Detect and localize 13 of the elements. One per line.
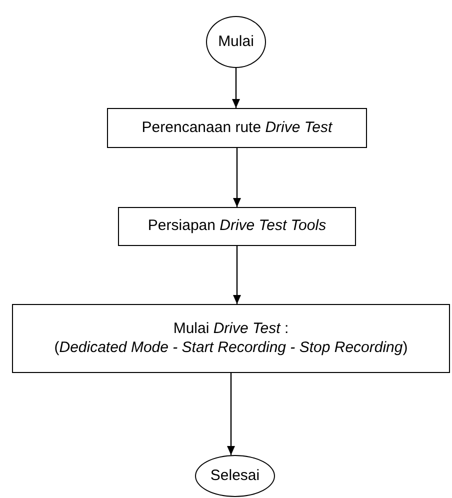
arrow (227, 373, 235, 455)
node-text: Mulai Drive Test : (173, 320, 289, 338)
process-box (118, 207, 356, 246)
process-box (12, 304, 450, 373)
process-box (107, 108, 367, 148)
arrow (232, 68, 240, 108)
node-text: Mulai (218, 32, 254, 52)
node-text: Persiapan Drive Test Tools (148, 217, 326, 236)
arrow (233, 246, 241, 304)
node-text: Selesai (210, 466, 260, 486)
node-text: Perencanaan rute Drive Test (142, 118, 332, 138)
node-text: (Dedicated Mode - Start Recording - Stop Recording) (54, 338, 408, 358)
arrow (233, 148, 241, 207)
